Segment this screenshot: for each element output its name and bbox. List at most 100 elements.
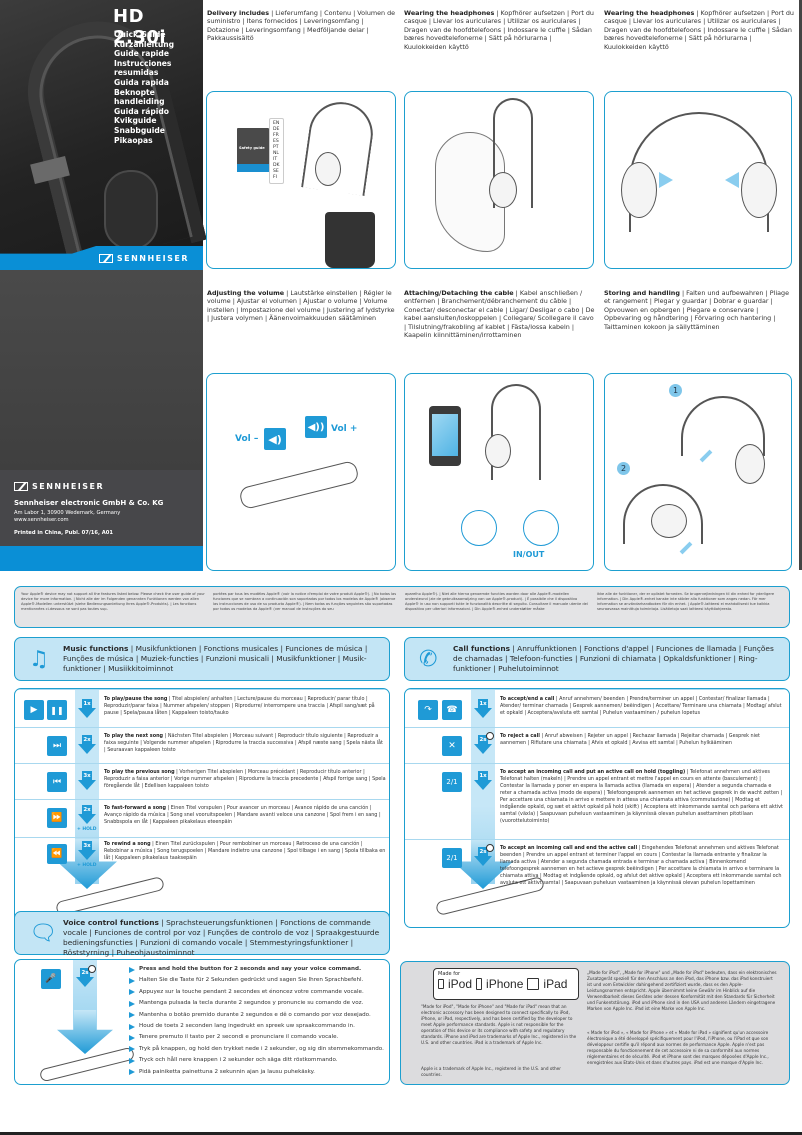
apple-trademark-text: Apple is a trademark of Apple Inc., regi… [421,1066,561,1077]
storing-illustration-box: 1 2 [604,373,792,571]
microphone-icon: 🎤 [41,969,61,989]
earcup-drawing [315,152,341,186]
inline-remote-drawing [238,459,360,511]
call-row-accept-end: ↷ ☎ 1x To accept/end a call | Anruf anne… [405,689,789,727]
function-description: To reject a call | Anruf abweisen | Reje… [500,733,784,747]
heading-title: Wearing the headphones [604,9,695,17]
press-2x-hold-icon: 2x [78,805,96,825]
voice-instruction-list: Press and hold the button for 2 seconds … [129,964,389,1078]
call-row-toggle-hold: 2/1 1x To accept an incoming call and pu… [405,763,789,839]
product-name: iPhone [486,977,524,991]
cover-panel: HD 2.30i Quick Guide Kurzanleitung Guide… [0,0,207,274]
step-1-badge: 1 [669,384,682,397]
press-3x-icon: 3x [78,771,96,791]
headphones-drawing [493,98,533,208]
language-code: EN [273,121,280,126]
earcup-drawing [741,162,777,218]
press-arrow-icon [659,172,673,188]
company-info: SENNHEISER Sennheiser electronic GmbH & … [0,470,203,546]
function-description: To play the previous song | Vorherigen T… [104,769,386,790]
language-code: IT [273,157,278,162]
cable-heading: Attaching/Detaching the cable | Kabel an… [404,289,596,339]
brand-name: SENNHEISER [32,482,105,491]
earcup-drawing [489,172,517,208]
made-for-text-fr: « Made for iPod », « Made for iPhone » e… [587,1030,769,1065]
function-translations: | Anruf annehmen/ beenden | Prendre/term… [500,696,782,716]
made-for-label: Made for [438,971,461,977]
previous-track-icon: ⏮ [47,772,67,792]
section-title: Call functions [453,644,510,653]
volume-heading: Adjusting the volume | Lautstärke einste… [207,289,397,323]
function-title: To reject a call [500,733,540,739]
press-1x-icon: 1x [474,699,492,719]
music-functions-table: ▶ ❚❚ 1x To play/pause the song | Titel a… [14,688,390,928]
step-2-badge: 2 [617,462,630,475]
storing-heading: Storing and handling | Falten und aufbew… [604,289,794,331]
language-code: ES [273,139,279,144]
speaking-person-icon: 🗨 [29,921,57,946]
press-3x-hold-icon: 3x [78,841,96,861]
page-bottom-edge [0,1132,802,1135]
guide-title: Guide rapide [114,49,169,59]
voice-control-header: 🗨 Voice control functions | Sprachsteuer… [14,911,390,957]
earcup-drawing [735,444,765,484]
section-title-translations: | Musikfunktionen | Fonctions musicales … [63,644,368,673]
product-name: iPod [448,977,473,991]
press-count: 3x [83,843,91,849]
section-title: Voice control functions [63,918,159,927]
function-title: To rewind a song [104,841,151,847]
in-out-label: IN/OUT [513,550,545,559]
music-note-icon: ♫ [29,647,49,672]
heading-text: | Kopfhörer aufsetzen | Port du casque |… [404,9,594,51]
notice-column: ikke alle de funktioner, der er oplistet… [597,592,775,611]
heading-text: | Lautstärke einstellen | Régler le volu… [207,289,395,323]
guide-title: Beknopte handleiding [114,87,165,107]
press-count: 2s [479,849,487,855]
model-title: HD 2.30i [113,6,167,48]
function-title: To play the next song [104,733,164,739]
iphone-icon [476,978,483,990]
language-code: DK [273,163,280,168]
function-title: To play the previous song [104,769,175,775]
phone-handset-icon: ✆ [419,647,438,672]
language-code: NL [273,151,279,156]
function-title: To fast-forward a song [104,805,167,811]
pause-icon: ❚❚ [47,700,67,720]
cable-illustration-box: IN/OUT [404,373,594,571]
voice-instruction: Appuyez sur la touche pendant 2 secondes… [129,987,389,998]
brand-name: SENNHEISER [116,254,189,263]
heading-title: Wearing the headphones [404,9,495,17]
function-translations: | Einen Titel zurückspulen | Pour rembob… [104,841,386,861]
music-functions-header: ♫ Music functions | Musikfunktionen | Fo… [14,637,390,681]
vol-minus-label: Vol – [235,434,259,444]
guide-title: Pikaopas [114,135,153,145]
press-count: 2s [479,737,487,743]
wearing-illustration-box-2 [604,91,792,269]
swap-call-icon: 2/1 [442,848,462,868]
phone-screen [432,414,458,456]
function-translations: | Nächsten Titel abspielen | Morceau sui… [104,733,383,753]
sennheiser-logo-icon [14,482,28,491]
hold-label: + HOLD [77,827,97,832]
headphones-drawing [491,384,541,480]
clock-icon [486,732,494,740]
call-functions-table: ↷ ☎ 1x To accept/end a call | Anruf anne… [404,688,790,928]
voice-instruction: Tryck och håll nere knappen i 2 sekunder… [129,1055,389,1066]
music-row-rewind: ⏪ 3x + HOLD To rewind a song | Einen Tit… [15,837,389,927]
company-name: Sennheiser electronic GmbH & Co. KG [14,499,164,507]
earcup-drawing [621,162,657,218]
voice-instruction: Mantenga pulsada la tecla durante 2 segu… [129,998,389,1009]
press-2s-icon: 2s [474,735,492,755]
notice-column: aparelho Apple®). | Niet alle hierna gen… [405,592,588,611]
volume-down-icon: ◀) [264,428,286,450]
headphones-drawing [301,97,377,197]
function-title: To accept/end a call [500,696,555,702]
voice-instruction: Halten Sie die Taste für 2 Sekunden gedr… [129,975,389,986]
function-translations: | Eingehendes Telefonat annehmen und akt… [500,845,782,886]
language-code: PT [273,145,279,150]
notice-column: portées par tous les modèles Apple® (voi… [213,592,397,611]
heading-title: Delivery includes [207,9,270,17]
ipod-icon [438,979,444,989]
earcup-illustration [104,170,158,250]
